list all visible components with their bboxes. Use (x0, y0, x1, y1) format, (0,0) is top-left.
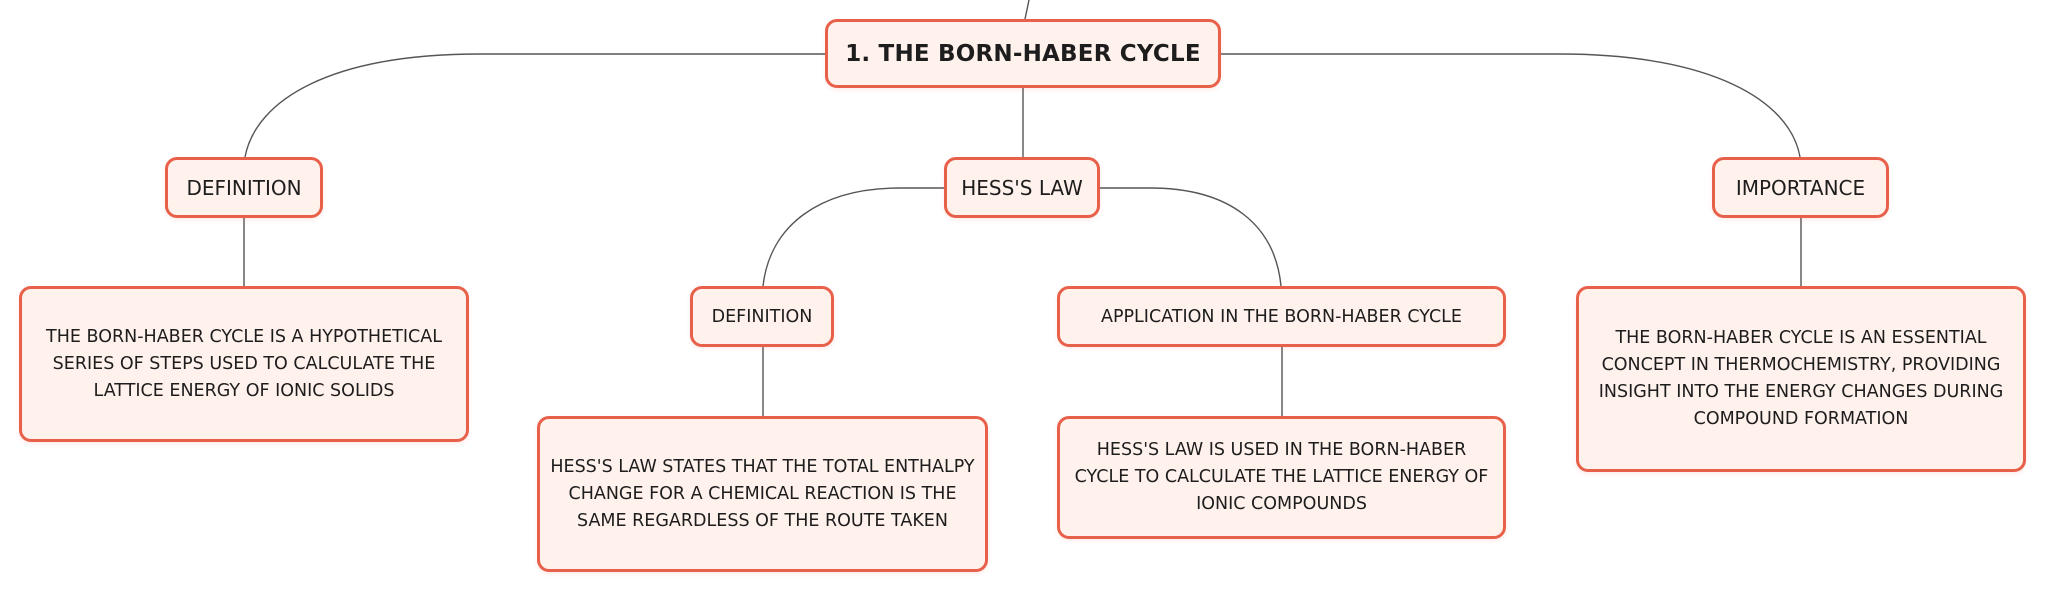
hess-definition-description-text: HESS'S LAW STATES THAT THE TOTAL ENTHALP… (550, 456, 975, 531)
definition-node-label: DEFINITION (186, 175, 302, 200)
definition-node[interactable]: DEFINITION (165, 157, 323, 218)
definition-description-text: THE BORN-HABER CYCLE IS A HYPOTHETICAL S… (46, 326, 442, 401)
hess-law-node[interactable]: HESS'S LAW (944, 157, 1100, 218)
hess-application-node[interactable]: APPLICATION IN THE BORN-HABER CYCLE (1057, 286, 1506, 347)
importance-description-node[interactable]: THE BORN-HABER CYCLE IS AN ESSENTIAL CON… (1576, 286, 2026, 472)
root-node[interactable]: 1. THE BORN-HABER CYCLE (825, 19, 1221, 88)
connector-hess-to-definition (762, 187, 944, 287)
root-node-label: 1. THE BORN-HABER CYCLE (845, 40, 1201, 67)
hess-definition-node[interactable]: DEFINITION (690, 286, 834, 347)
definition-description-node[interactable]: THE BORN-HABER CYCLE IS A HYPOTHETICAL S… (19, 286, 469, 442)
hess-law-node-label: HESS'S LAW (961, 175, 1083, 200)
hess-application-description-node[interactable]: HESS'S LAW IS USED IN THE BORN-HABER CYC… (1057, 416, 1506, 539)
connector-root-to-importance (1221, 53, 1801, 158)
importance-node-label: IMPORTANCE (1735, 175, 1866, 200)
connector-parent-to-root (1024, 0, 1030, 20)
connector-hess-to-application (1100, 187, 1282, 287)
hess-application-node-label: APPLICATION IN THE BORN-HABER CYCLE (1100, 306, 1462, 327)
hess-definition-node-label: DEFINITION (711, 306, 813, 327)
hess-application-description-text: HESS'S LAW IS USED IN THE BORN-HABER CYC… (1074, 440, 1489, 514)
importance-node[interactable]: IMPORTANCE (1712, 157, 1889, 218)
connector-root-to-definition (244, 53, 825, 158)
hess-definition-description-node[interactable]: HESS'S LAW STATES THAT THE TOTAL ENTHALP… (537, 416, 988, 572)
importance-description-text: THE BORN-HABER CYCLE IS AN ESSENTIAL CON… (1598, 328, 2004, 429)
